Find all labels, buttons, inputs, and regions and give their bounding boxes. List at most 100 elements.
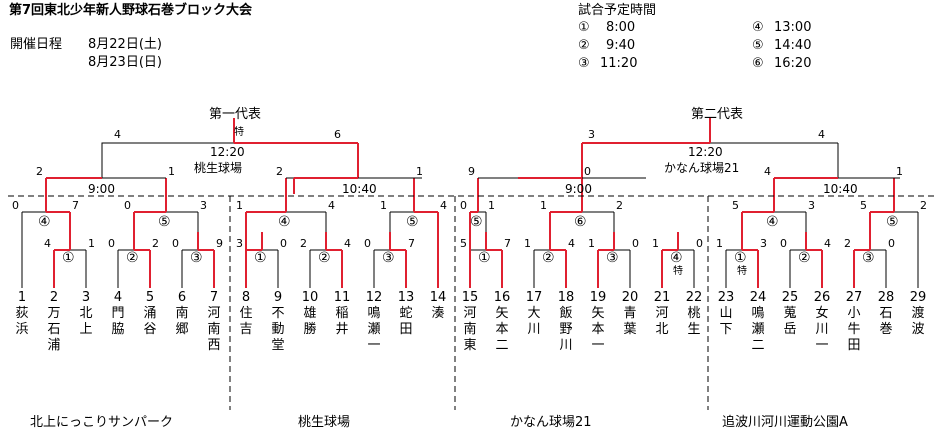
team-number: 19 (589, 290, 607, 305)
team-number: 28 (877, 290, 895, 305)
team-name: 小 牛 田 (847, 306, 861, 353)
score: 0 (696, 237, 703, 250)
score: 1 (716, 237, 723, 250)
time-value-4: 13:00 (774, 20, 812, 35)
schedule-label: 開催日程 (10, 37, 63, 52)
match-times-label: 試合予定時間 (578, 3, 657, 18)
match-number-icon: ⑤ (406, 214, 419, 230)
score: 2 (616, 199, 623, 212)
special-mark: 特 (234, 127, 244, 138)
page-title: 第7回東北少年新人野球石巻ブロック大会 (9, 3, 253, 18)
score: 1 (88, 237, 95, 250)
score: 1 (524, 237, 531, 250)
team-name: 南 郷 (175, 306, 189, 337)
team-name: 蒐 岳 (783, 306, 797, 337)
match-number-icon: ④ (38, 214, 51, 230)
time-9-00-left: 9:00 (88, 182, 115, 196)
team-name: 万 石 浦 (47, 306, 61, 353)
time-mark-4: ④ (752, 20, 764, 35)
left-final-time: 12:20 (210, 145, 245, 159)
score: 0 (364, 237, 371, 250)
team-name: 住 吉 (239, 306, 253, 337)
score: 5 (860, 199, 867, 212)
venue-label-2: 桃生球場 (298, 415, 351, 430)
match-number-icon: ③ (190, 250, 203, 266)
team-name: 河 南 東 (463, 306, 477, 353)
score: 4 (344, 237, 351, 250)
score: 4 (568, 237, 575, 250)
team-number: 13 (397, 290, 415, 305)
score: 4 (764, 165, 771, 178)
time-mark-3: ③ (578, 56, 590, 71)
team-number: 10 (301, 290, 319, 305)
score: 4 (114, 128, 121, 141)
time-value-5: 14:40 (774, 38, 812, 53)
score: 1 (380, 199, 387, 212)
match-number-icon: ⑥ (574, 214, 587, 230)
score: 3 (808, 199, 815, 212)
team-name: 矢 本 一 (591, 306, 605, 353)
team-number: 14 (429, 290, 447, 305)
match-number-icon: ③ (382, 250, 395, 266)
score: 3 (200, 199, 207, 212)
score: 4 (818, 128, 825, 141)
team-number: 27 (845, 290, 863, 305)
score: 4 (824, 237, 831, 250)
team-number: 1 (17, 290, 27, 305)
team-name: 蛇 田 (399, 306, 413, 337)
venue-label-3: かなん球場21 (510, 415, 592, 430)
match-number-icon: ② (798, 250, 811, 266)
match-number-icon: ③ (606, 250, 619, 266)
score: 2 (844, 237, 851, 250)
team-name: 門 脇 (111, 306, 125, 337)
time-mark-5: ⑤ (752, 38, 764, 53)
match-number-icon: ① (62, 250, 75, 266)
team-number: 15 (461, 290, 479, 305)
team-name: 桃 生 (687, 306, 701, 337)
score: 0 (584, 165, 591, 178)
score: 7 (408, 237, 415, 250)
score: 0 (280, 237, 287, 250)
match-number-icon: ② (318, 250, 331, 266)
left-final-venue: 桃生球場 (194, 161, 243, 175)
score: 1 (896, 165, 903, 178)
score: 2 (152, 237, 159, 250)
team-number: 6 (177, 290, 187, 305)
team-name: 河 北 (655, 306, 669, 337)
team-name: 河 南 西 (207, 306, 221, 353)
team-name: 湊 (431, 306, 445, 321)
date-2: 8月23日(日) (88, 55, 162, 70)
score: 2 (36, 165, 43, 178)
time-value-1: 8:00 (606, 20, 636, 35)
special-mark: 特 (673, 266, 683, 277)
team-number: 22 (685, 290, 703, 305)
score: 1 (588, 237, 595, 250)
team-name: 山 下 (719, 306, 733, 337)
score: 9 (468, 165, 475, 178)
match-number-icon: ① (734, 250, 747, 266)
team-name: 荻 浜 (15, 306, 29, 337)
match-number-icon: ⑤ (470, 214, 483, 230)
time-value-2: 9:40 (606, 38, 636, 53)
time-mark-1: ① (578, 20, 590, 35)
team-number: 16 (493, 290, 511, 305)
team-number: 17 (525, 290, 543, 305)
score: 1 (540, 199, 547, 212)
score: 3 (236, 237, 243, 250)
score: 0 (888, 237, 895, 250)
team-name: 鳴 瀬 二 (751, 306, 765, 353)
match-number-icon: ④ (766, 214, 779, 230)
team-number: 3 (81, 290, 91, 305)
score: 0 (780, 237, 787, 250)
team-number: 21 (653, 290, 671, 305)
team-name: 大 川 (527, 306, 541, 337)
right-final-venue: かなん球場21 (664, 161, 740, 175)
team-name: 矢 本 二 (495, 306, 509, 353)
team-number: 11 (333, 290, 351, 305)
team-number: 7 (209, 290, 219, 305)
score: 4 (328, 199, 335, 212)
team-number: 5 (145, 290, 155, 305)
venue-label-1: 北上にっこりサンパーク (30, 415, 174, 430)
score: 5 (732, 199, 739, 212)
team-name: 北 上 (79, 306, 93, 337)
